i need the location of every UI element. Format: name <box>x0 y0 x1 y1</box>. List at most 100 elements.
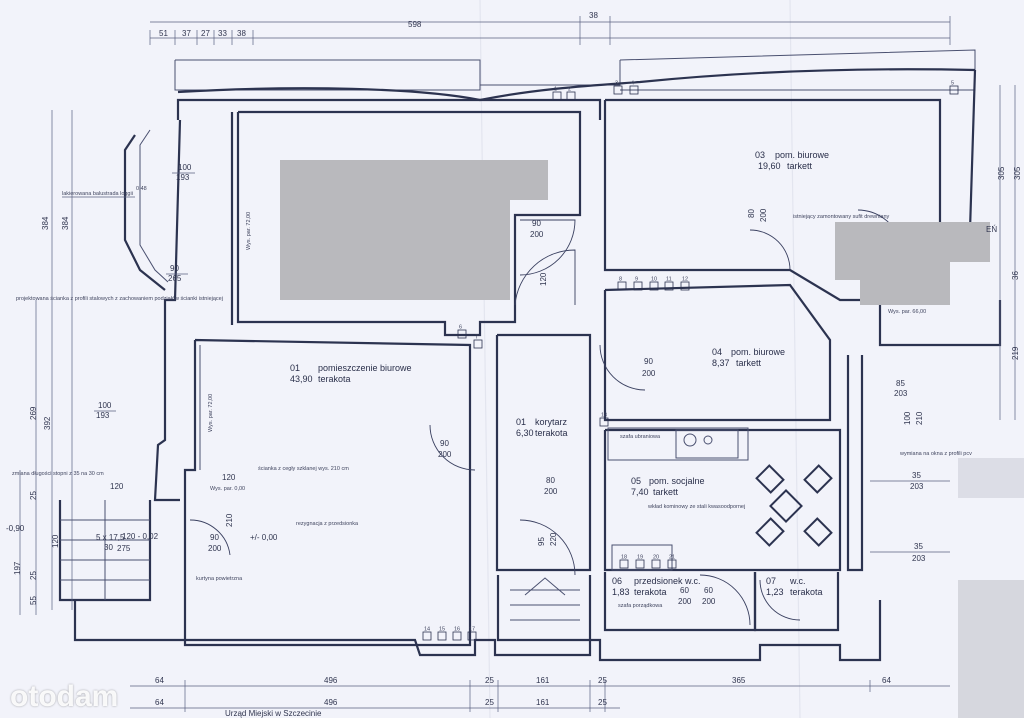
bottom-caption: Urząd Miejski w Szczecinie <box>225 709 322 718</box>
room-corridor-floor: terakota <box>535 428 568 438</box>
socket-box-8 <box>617 281 627 291</box>
room-05-num: 05 <box>631 476 641 486</box>
sill-048: 0,48 <box>136 186 147 192</box>
top-dim-1: 51 <box>159 29 168 38</box>
left-dim-9: 25 <box>29 491 38 500</box>
paper-fold-2 <box>789 0 801 718</box>
window-label-3-w: 90 <box>170 264 179 273</box>
left-dim-5: 197 <box>13 561 22 575</box>
level-label-2: +/- 0,00 <box>250 533 278 542</box>
socket-number-6: 6 <box>459 325 462 331</box>
door-label-7-h: 200 <box>702 597 716 606</box>
room-05-area: 7,40 <box>631 487 649 497</box>
bottom-dim-2: 496 <box>324 676 338 685</box>
note-rezygnacja: rezygnacja z przedsionka <box>296 521 359 527</box>
room-03-floor: tarkett <box>787 161 813 171</box>
room-03-area: 19,60 <box>758 161 781 171</box>
room-corridor-name: korytarz <box>535 417 568 427</box>
top-dim-2: 37 <box>182 29 191 38</box>
width-120-b: 120 <box>222 473 236 482</box>
room-06-name: przedsionek w.c. <box>634 576 701 586</box>
door-label-4-w: 90 <box>210 533 219 542</box>
socket-box-21 <box>667 559 677 569</box>
height-210: 210 <box>225 513 234 527</box>
bottom-dim2-5: 25 <box>598 698 607 707</box>
window-label-2-h: 193 <box>96 411 110 420</box>
right-dim-1: 305 <box>997 166 1006 180</box>
redacted-block-1 <box>280 160 548 200</box>
socket-number-13: 13 <box>601 413 607 419</box>
top-dimension-lines <box>149 16 951 45</box>
left-dim-4: 392 <box>43 416 52 430</box>
top-dim-6: 598 <box>408 20 422 29</box>
room-01-area: 43,90 <box>290 374 313 384</box>
socket-box-12 <box>680 281 690 291</box>
door-label-2-w: 90 <box>644 357 653 366</box>
note-kurtyna: kurtyna powietrzna <box>196 576 243 582</box>
note-szafa-por: szafa porządkowa <box>618 603 663 609</box>
redacted-block-6 <box>958 458 1024 498</box>
socket-number-16: 16 <box>454 627 460 633</box>
note-scianka: ścianka z cegły szklanej wys. 210 cm <box>258 466 349 472</box>
door-label-100: 100 <box>903 411 912 425</box>
redacted-block-5 <box>948 222 990 262</box>
left-dimension-lines <box>19 110 73 615</box>
room-04-area: 8,37 <box>712 358 730 368</box>
redacted-block-4 <box>860 275 950 305</box>
level-label-3: -0,90 <box>6 524 25 533</box>
bottom-dim-3: 25 <box>485 676 494 685</box>
socket-box-4 <box>629 85 639 95</box>
door-label-2-h: 200 <box>642 369 656 378</box>
stairs-label: 5 x 17,5 <box>96 533 125 542</box>
wys-par-072: Wys. par. 72,00 <box>246 212 252 250</box>
window-label-5-w: 35 <box>912 471 921 480</box>
left-dim-1: 384 <box>41 216 50 230</box>
socket-number-19: 19 <box>637 555 643 561</box>
right-dimension-lines <box>999 85 1016 420</box>
bottom-dim2-4: 161 <box>536 698 550 707</box>
right-dim-2: 305 <box>1013 166 1022 180</box>
window-label-3-h: 265 <box>168 274 182 283</box>
socket-number-11: 11 <box>666 277 672 283</box>
door-label-210: 210 <box>915 411 924 425</box>
door-label-6-w: 60 <box>680 586 689 595</box>
room-01-name: pomieszczenie biurowe <box>318 363 412 373</box>
note-szafa-ubr: szafa ubraniowa <box>620 434 661 440</box>
left-dim-2: 384 <box>61 216 70 230</box>
right-fragment-text: EŃ <box>986 225 997 234</box>
socket-number-9: 9 <box>635 277 638 283</box>
top-dim-7: 38 <box>589 11 598 20</box>
left-dim-8: 120 <box>51 534 60 548</box>
socket-box-3 <box>613 85 623 95</box>
room-corridor-area: 6,30 <box>516 428 534 438</box>
redacted-block-2 <box>280 195 510 300</box>
paper-fold-1 <box>479 0 491 718</box>
socket-number-8: 8 <box>619 277 622 283</box>
socket-number-14: 14 <box>424 627 430 633</box>
room-07-num: 07 <box>766 576 776 586</box>
socket-number-20: 20 <box>653 555 659 561</box>
window-label-4-h: 203 <box>894 389 908 398</box>
door-label-3-h: 200 <box>438 450 452 459</box>
room-07-floor: terakota <box>790 587 823 597</box>
socket-box-16 <box>452 631 462 641</box>
room-07-area: 1,23 <box>766 587 784 597</box>
socket-box-2 <box>566 91 576 101</box>
room-corridor-num: 01 <box>516 417 526 427</box>
door-label-9-w: 120 <box>539 272 548 286</box>
socket-number-7: 7 <box>475 335 478 341</box>
room-01-floor: terakota <box>318 374 351 384</box>
table-and-chairs <box>755 464 833 547</box>
door-label-220: 220 <box>549 532 558 546</box>
room-06-area: 1,83 <box>612 587 630 597</box>
bottom-dim-5: 25 <box>598 676 607 685</box>
socket-number-1: 1 <box>554 87 557 93</box>
door-label-4-h: 200 <box>208 544 222 553</box>
socket-number-12: 12 <box>682 277 688 283</box>
stairs-treads-left <box>60 500 150 600</box>
socket-box-17 <box>467 631 477 641</box>
left-dim-7: 25 <box>29 571 38 580</box>
bottom-dim-4: 161 <box>536 676 550 685</box>
